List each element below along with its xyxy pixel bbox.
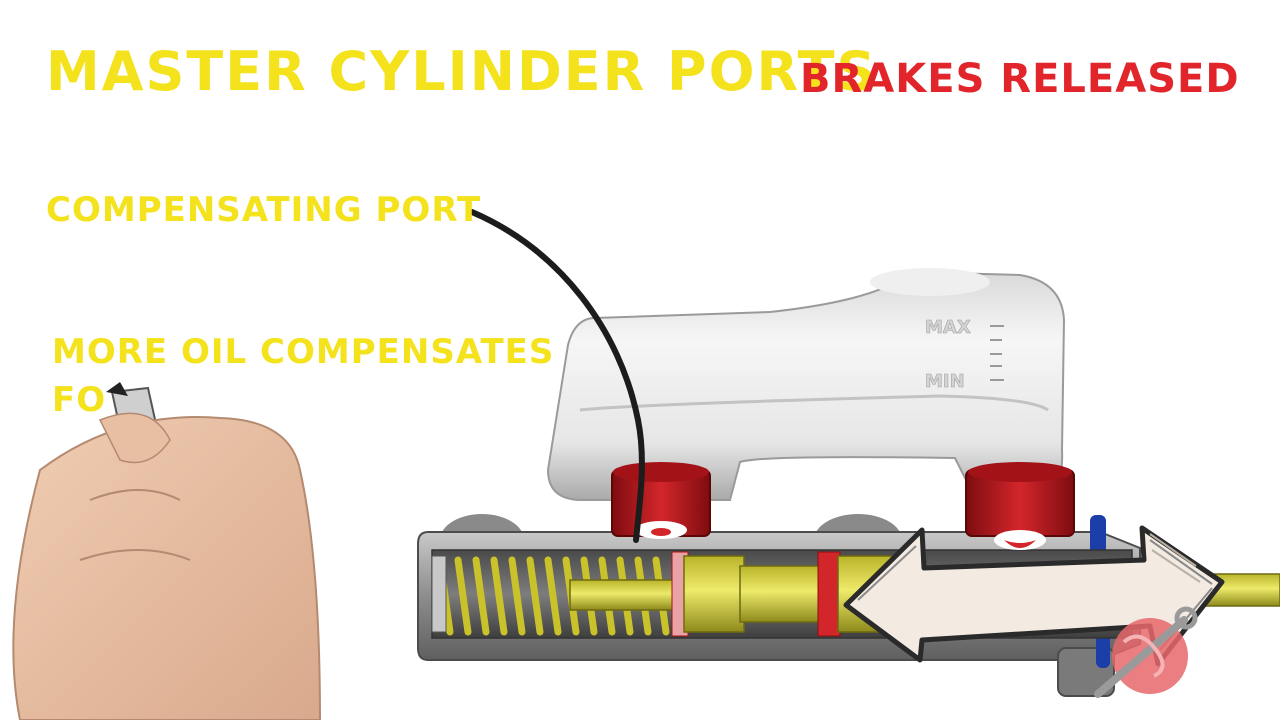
- pointer-line: [469, 209, 645, 543]
- fluid-reservoir: MAX MIN: [546, 268, 1066, 501]
- brake-state-label: BRAKES RELEASED: [800, 56, 1240, 102]
- note-line-1: MORE OIL COMPENSATES: [52, 332, 555, 372]
- max-mark: MAX: [925, 317, 971, 338]
- compensating-port-label: COMPENSATING PORT: [46, 190, 482, 230]
- compensating-port-boss: [611, 462, 711, 539]
- secondary-port-boss: [965, 462, 1075, 550]
- wrench-logo-icon: [1094, 606, 1198, 698]
- marker-hand-icon: [12, 382, 322, 720]
- min-mark: MIN: [925, 371, 965, 392]
- level-scale: [990, 325, 1004, 381]
- diagram-title: MASTER CYLINDER PORTS: [46, 40, 878, 103]
- note-line-2: FO: [52, 380, 107, 420]
